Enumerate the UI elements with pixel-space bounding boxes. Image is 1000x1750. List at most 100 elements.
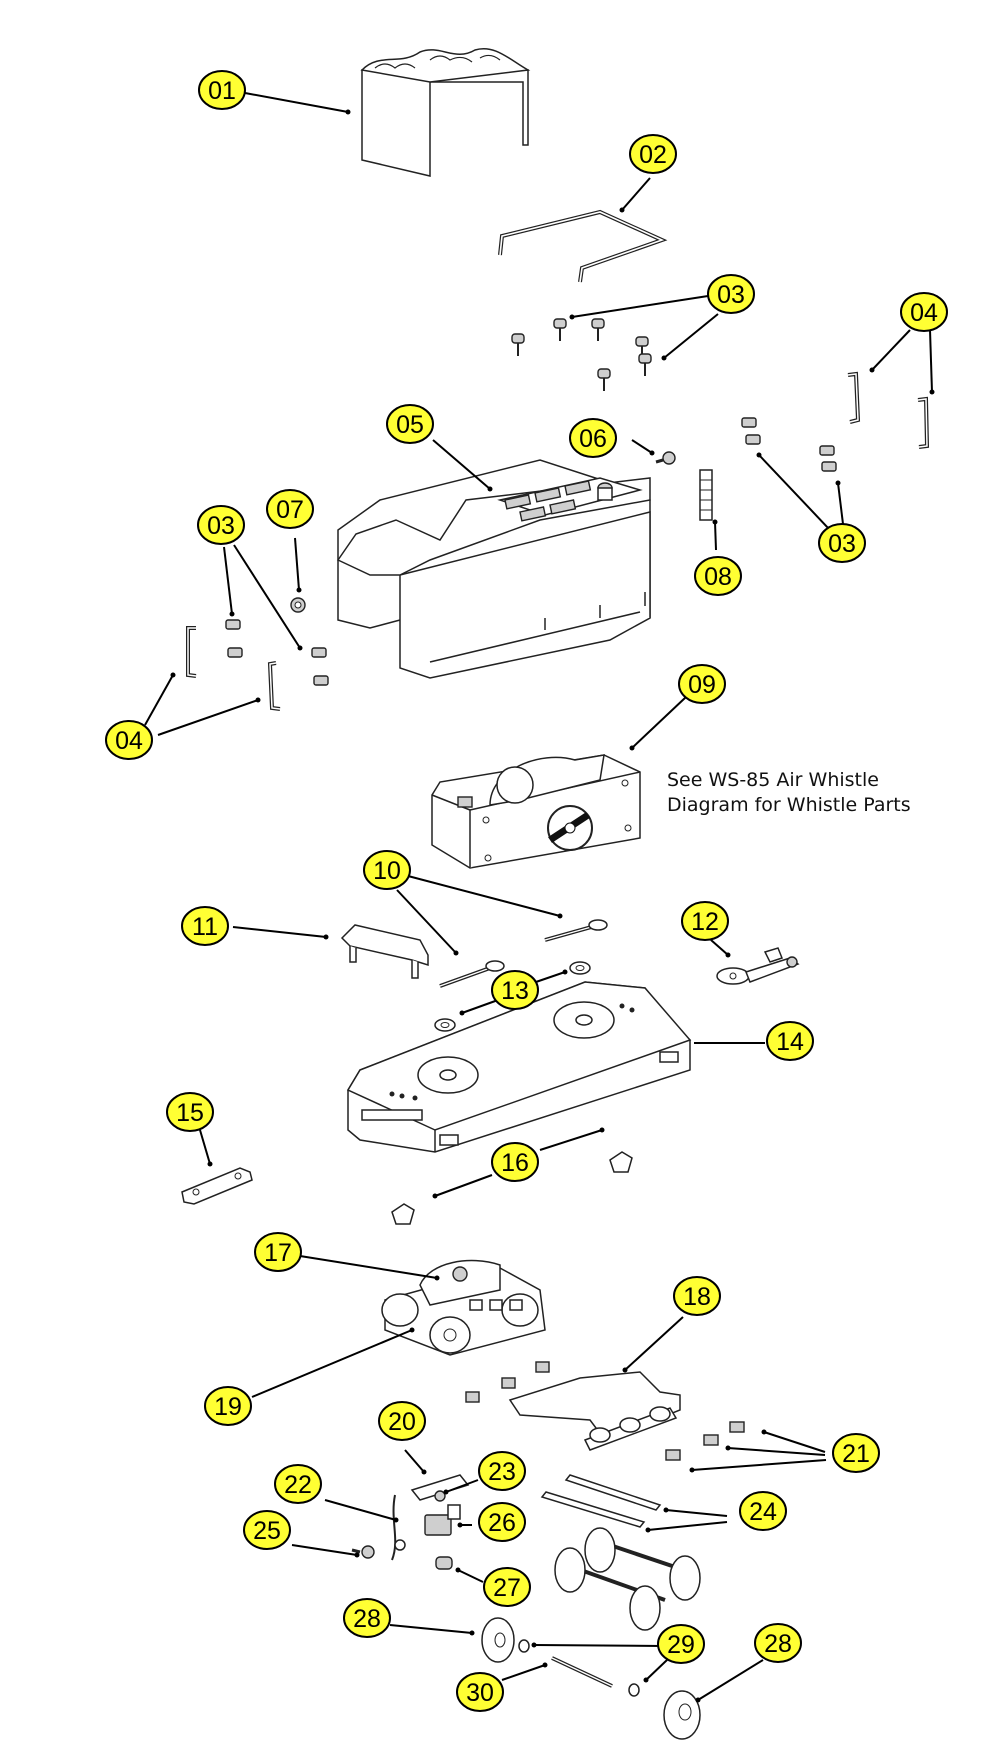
part-01-coal-load <box>360 47 531 177</box>
part-17-truck <box>381 1259 546 1356</box>
part-25-screw <box>351 1545 375 1559</box>
callout-06: 06 <box>569 418 617 458</box>
callout-12: 12 <box>681 901 729 941</box>
part-02-handrail <box>498 209 668 283</box>
leader-lines <box>144 92 935 1703</box>
callout-27: 27 <box>483 1567 531 1607</box>
callout-09-text: 09 <box>688 671 716 699</box>
part-24-rails <box>540 1474 662 1528</box>
callout-21: 21 <box>832 1433 880 1473</box>
part-09-whistle-unit <box>431 754 641 869</box>
callout-08-text: 08 <box>704 563 732 591</box>
callout-15: 15 <box>166 1092 214 1132</box>
callout-28-a: 28 <box>343 1598 391 1638</box>
part-28-wheel-left <box>481 1617 515 1663</box>
callout-24: 24 <box>739 1491 787 1531</box>
callout-19: 19 <box>204 1386 252 1426</box>
callout-26-text: 26 <box>488 1509 516 1537</box>
callout-24-text: 24 <box>749 1498 777 1526</box>
callout-30-text: 30 <box>466 1679 494 1707</box>
part-16-clips <box>391 1151 633 1225</box>
callout-10: 10 <box>363 850 411 890</box>
part-14-frame <box>346 981 692 1153</box>
part-30-axle <box>551 1656 613 1688</box>
callout-04-b: 04 <box>105 720 153 760</box>
callout-08: 08 <box>694 556 742 596</box>
part-12-arm <box>716 947 800 985</box>
callout-04-b-text: 04 <box>115 727 143 755</box>
callout-10-text: 10 <box>373 857 401 885</box>
callout-27-text: 27 <box>493 1574 521 1602</box>
callout-29: 29 <box>657 1624 705 1664</box>
callout-16: 16 <box>491 1142 539 1182</box>
callout-03-c-text: 03 <box>207 512 235 540</box>
callout-23-text: 23 <box>488 1458 516 1486</box>
callout-06-text: 06 <box>579 425 607 453</box>
callout-11-text: 11 <box>192 913 218 941</box>
callout-12-text: 12 <box>691 908 719 936</box>
callout-17: 17 <box>254 1232 302 1272</box>
note-line-1: See WS-85 Air Whistle <box>667 769 879 791</box>
callout-26: 26 <box>478 1502 526 1542</box>
part-27-pin <box>435 1556 453 1570</box>
callout-13-text: 13 <box>501 977 529 1005</box>
callout-01-text: 01 <box>208 77 236 105</box>
callout-07: 07 <box>266 489 314 529</box>
callout-22-text: 22 <box>284 1471 312 1499</box>
callout-18-text: 18 <box>683 1283 711 1311</box>
part-08-ladder <box>699 469 713 521</box>
part-11-bracket <box>340 924 429 979</box>
part-07-nut <box>290 597 306 613</box>
callout-29-text: 29 <box>667 1631 695 1659</box>
callout-28-b: 28 <box>754 1623 802 1663</box>
callout-04-a: 04 <box>900 292 948 332</box>
callout-18: 18 <box>673 1276 721 1316</box>
callout-03-a: 03 <box>707 274 755 314</box>
callout-17-text: 17 <box>264 1239 292 1267</box>
note-line-2: Diagram for Whistle Parts <box>667 794 911 816</box>
part-15-strap <box>181 1167 253 1205</box>
wheelset <box>554 1527 701 1631</box>
callout-28-b-text: 28 <box>764 1630 792 1658</box>
callout-01: 01 <box>198 70 246 110</box>
callout-09: 09 <box>678 664 726 704</box>
part-05-tender-body <box>336 459 651 679</box>
part-21-clips <box>665 1421 745 1461</box>
part-06-screw <box>655 451 676 465</box>
callout-03-c: 03 <box>197 505 245 545</box>
callout-30: 30 <box>456 1672 504 1712</box>
callout-02: 02 <box>629 134 677 174</box>
part-29-washers <box>518 1639 640 1697</box>
part-18-truck-frame <box>465 1361 681 1451</box>
part-23-spring <box>434 1490 446 1502</box>
callout-20-text: 20 <box>388 1408 416 1436</box>
callout-11: 11 <box>181 906 229 946</box>
callout-21-text: 21 <box>842 1440 870 1468</box>
callout-03-b: 03 <box>818 523 866 563</box>
callout-14: 14 <box>766 1021 814 1061</box>
callout-28-a-text: 28 <box>353 1605 381 1633</box>
part-04-grab-irons-left <box>186 626 281 711</box>
part-03-fittings-top <box>511 318 652 391</box>
whistle-note: See WS-85 Air Whistle Diagram for Whistl… <box>667 769 911 816</box>
callout-03-b-text: 03 <box>828 530 856 558</box>
callout-07-text: 07 <box>276 496 304 524</box>
callout-16-text: 16 <box>501 1149 529 1177</box>
callout-25-text: 25 <box>253 1517 281 1545</box>
part-04-grab-irons-right <box>847 371 930 449</box>
callout-19-text: 19 <box>214 1393 242 1421</box>
callout-15-text: 15 <box>176 1099 204 1127</box>
part-13-washers <box>434 961 591 1032</box>
callout-04-a-text: 04 <box>910 299 938 327</box>
callout-23: 23 <box>478 1451 526 1491</box>
part-03-fittings-right <box>741 417 837 472</box>
part-28-wheel-right <box>663 1690 701 1740</box>
part-20-plate <box>410 1474 470 1501</box>
part-10-cotter-pins <box>439 919 608 988</box>
callout-20: 20 <box>378 1401 426 1441</box>
callout-22: 22 <box>274 1464 322 1504</box>
callout-14-text: 14 <box>776 1028 804 1056</box>
callout-25: 25 <box>243 1510 291 1550</box>
callout-05: 05 <box>386 404 434 444</box>
